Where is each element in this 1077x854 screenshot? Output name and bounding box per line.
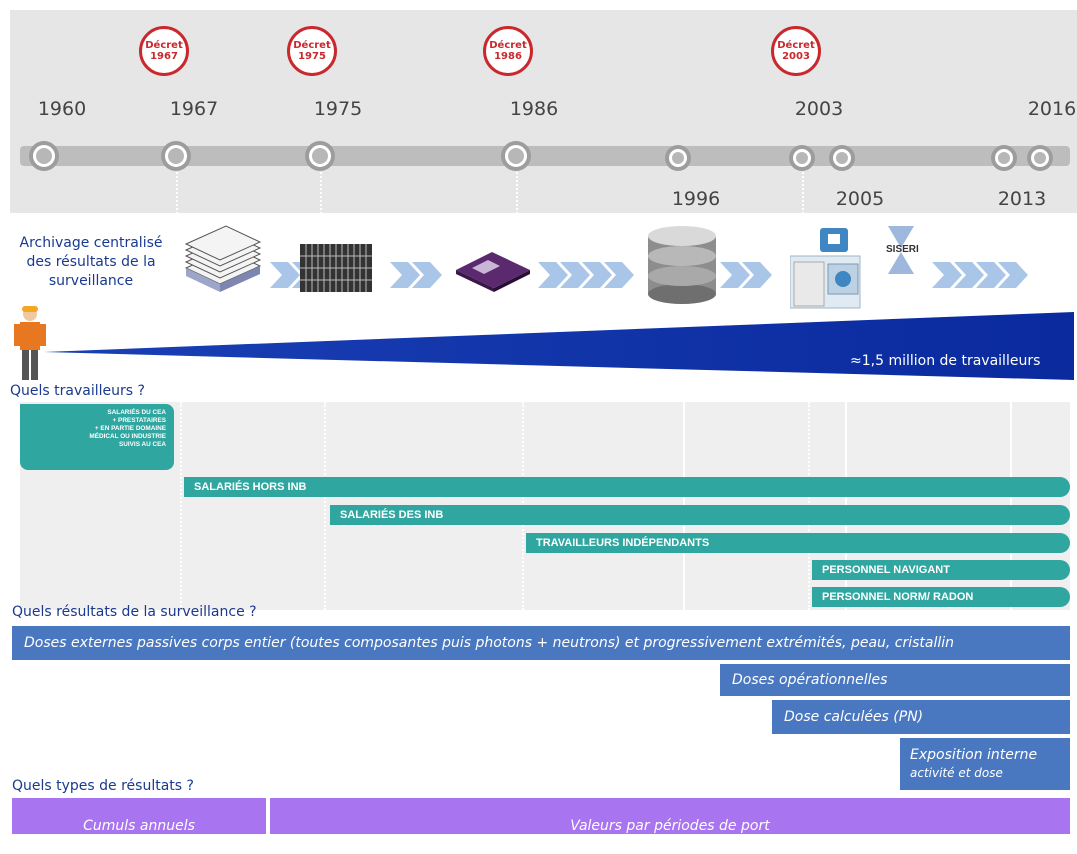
types-section-title: Quels types de résultats ? <box>12 778 194 794</box>
timeline-node <box>33 145 55 167</box>
result-bar-operational-doses: Doses opérationnelles <box>720 664 1070 696</box>
year-label: 2016 <box>1027 98 1077 120</box>
timeline-node <box>833 149 851 167</box>
timeline-node <box>1031 149 1049 167</box>
timeline-node <box>793 149 811 167</box>
result-bar-external-doses: Doses externes passives corps entier (to… <box>12 626 1070 660</box>
year-label: 1960 <box>37 98 87 120</box>
cea-workers-box: SALARIÉS DU CEA + PRESTATAIRES + EN PART… <box>20 404 174 470</box>
year-label: 2005 <box>835 188 885 210</box>
year-label: 2003 <box>794 98 844 120</box>
workers-count-label: ≈1,5 million de travailleurs <box>850 353 1041 369</box>
year-label: 1996 <box>671 188 721 210</box>
hourglass-icon <box>888 226 914 274</box>
database-icon <box>648 226 716 304</box>
timeline-node <box>165 145 187 167</box>
siseri-label: SISERI <box>886 244 919 255</box>
year-label: 1967 <box>169 98 219 120</box>
year-label: 1975 <box>313 98 363 120</box>
result-bar-internal-exposure: Exposition interne activité et dose <box>900 738 1070 790</box>
workers-bar: PERSONNEL NAVIGANT <box>812 560 1070 580</box>
timeline-node <box>505 145 527 167</box>
workers-bar: PERSONNEL NORM/ RADON <box>812 587 1070 607</box>
timeline-node <box>669 149 687 167</box>
timeline-node <box>995 149 1013 167</box>
result-bar-calculated-dose: Dose calculées (PN) <box>772 700 1070 734</box>
worker-icon <box>14 306 46 380</box>
year-label: 1986 <box>509 98 559 120</box>
workers-section-title: Quels travailleurs ? <box>10 383 145 399</box>
type-annual-totals: Cumuls annuels <box>12 798 266 834</box>
paper-stack-icon <box>184 225 262 292</box>
workers-growth-wedge <box>44 312 1074 380</box>
archive-arrow-strip <box>270 262 1028 288</box>
type-wear-period-values: Valeurs par périodes de port <box>270 798 1070 834</box>
floppy-disk-icon <box>456 252 530 292</box>
punch-card-icon <box>300 244 372 292</box>
year-label: 2013 <box>997 188 1047 210</box>
results-section-title: Quels résultats de la surveillance ? <box>12 604 257 620</box>
timeline-node <box>309 145 331 167</box>
workers-bar: SALARIÉS HORS INB <box>184 477 1070 497</box>
archive-label: Archivage centralisé des résultats de la… <box>19 235 163 289</box>
workers-bar: SALARIÉS DES INB <box>330 505 1070 525</box>
workers-bar: TRAVAILLEURS INDÉPENDANTS <box>526 533 1070 553</box>
computer-server-icon <box>790 228 861 309</box>
